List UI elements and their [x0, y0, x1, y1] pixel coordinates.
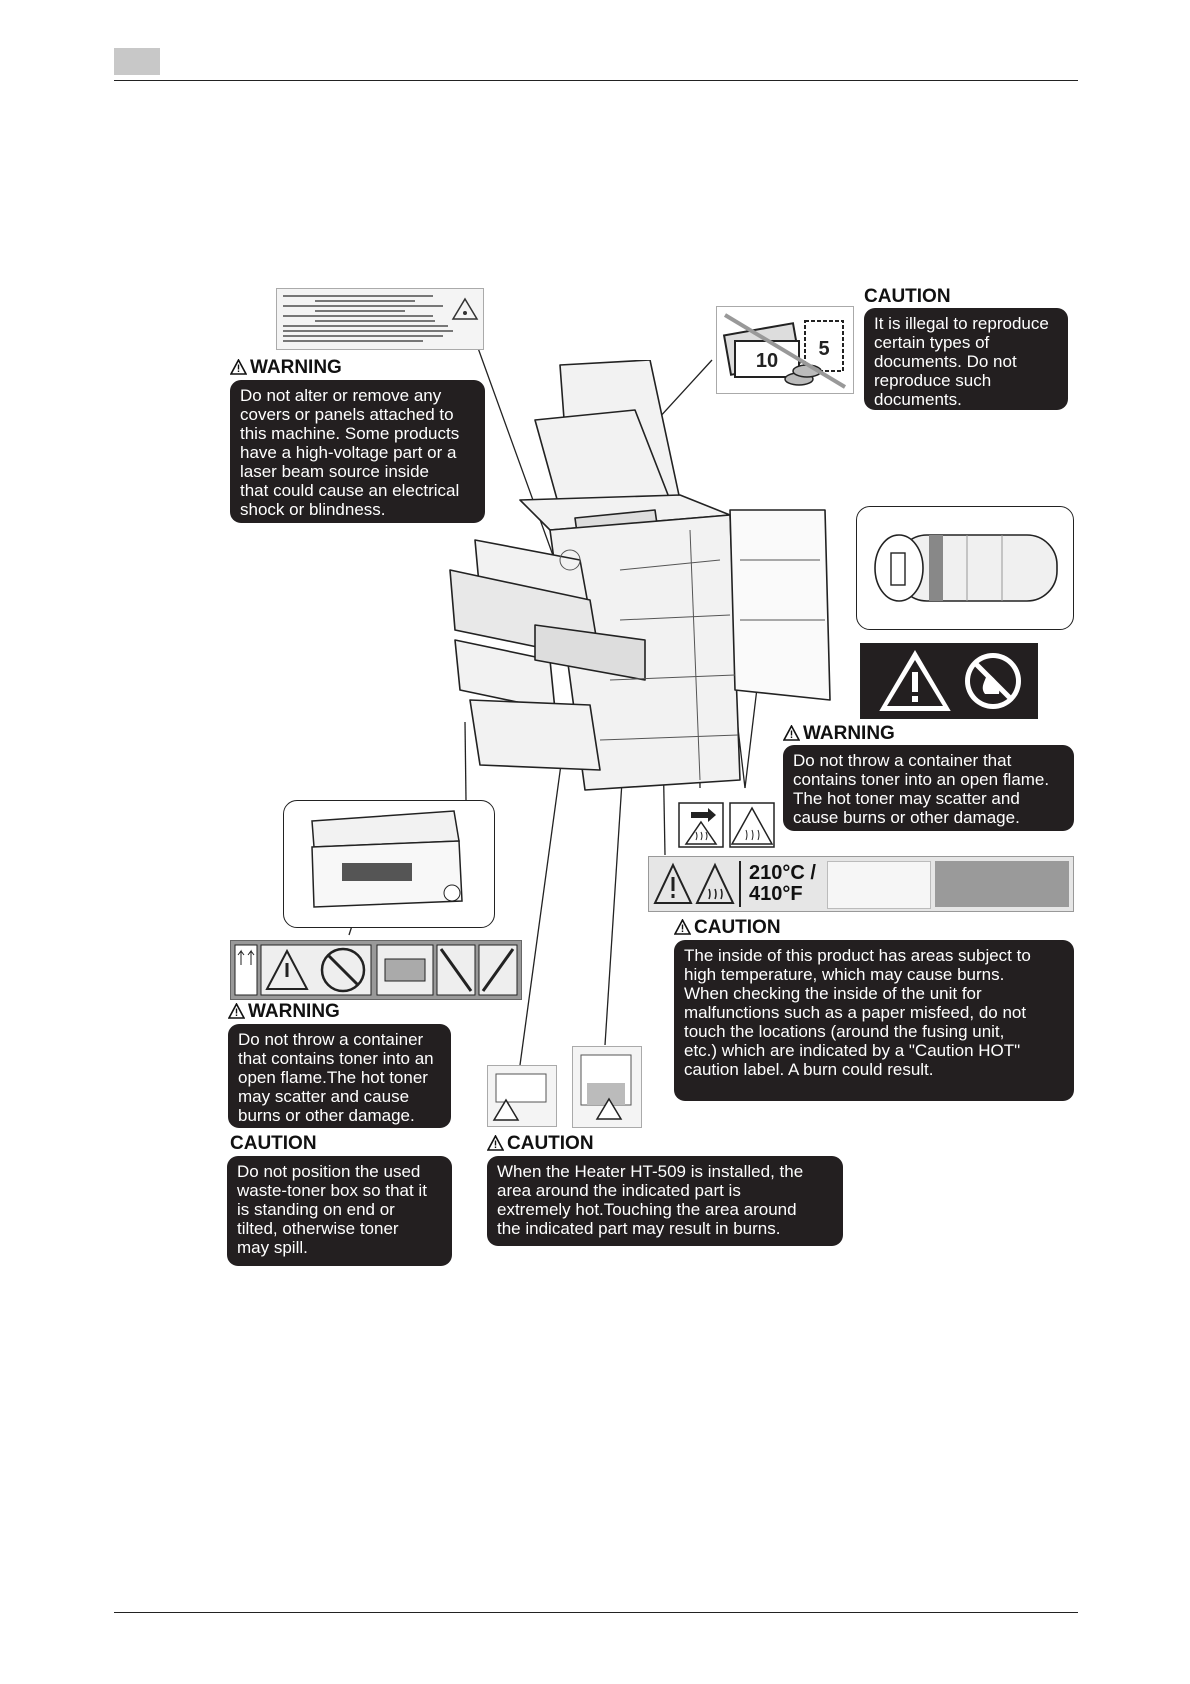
toner-warning-right-heading: WARNING [783, 724, 895, 744]
warning-triangle-icon [228, 1003, 245, 1019]
waste-toner-pictogram-strip [230, 940, 522, 1000]
waste-toner-box-callout [283, 800, 495, 928]
hot-caution-text: The inside of this product has areas sub… [674, 940, 1074, 1101]
toner-warning-right-text: Do not throw a container that contains t… [783, 745, 1074, 831]
reproduction-label: 10 5 [716, 306, 854, 394]
warning-triangle-icon [487, 1135, 504, 1151]
temperature-label-strip: 210°C / 410°F [648, 856, 1074, 912]
heater-label-left [487, 1065, 557, 1127]
warning-and-no-flame-icon [879, 650, 1021, 711]
page-tab [114, 48, 160, 75]
money-stamp-prohibited-icon: 10 5 [722, 313, 847, 389]
warning-triangle-icon [783, 725, 800, 741]
waste-toner-caution-text: Do not position the used waste-toner box… [227, 1156, 452, 1266]
hot-warning-triangles-icon [653, 862, 735, 904]
hot-labels-pair [678, 802, 776, 848]
footer-rule [114, 1612, 1078, 1613]
laser-warning-heading: WARNING [230, 358, 342, 378]
heater-caution-heading: CAUTION [487, 1134, 594, 1154]
toner-bottle-callout [856, 506, 1074, 630]
mfp-machine-illustration [449, 360, 831, 791]
waste-toner-handling-icons [234, 944, 518, 996]
header-rule [114, 80, 1078, 81]
heater-caution-text: When the Heater HT-509 is installed, the… [487, 1156, 843, 1246]
hot-caution-heading: CAUTION [674, 918, 781, 938]
heater-label-right [572, 1046, 642, 1128]
laser-label-text-lines-icon [283, 295, 479, 342]
toner-warning-left-heading: WARNING [228, 1002, 340, 1022]
heater-location-icon [492, 1073, 547, 1121]
reproduction-caution-text: It is illegal to reproduce certain types… [864, 308, 1068, 410]
waste-toner-caution-heading: CAUTION [230, 1133, 317, 1154]
no-fire-warning-pictogram [860, 643, 1038, 719]
fusing-area-picture [827, 861, 931, 909]
svg-text:10: 10 [756, 350, 778, 372]
svg-text:5: 5 [818, 338, 829, 360]
toner-bottle-icon [874, 534, 1058, 602]
warning-triangle-icon [230, 359, 247, 375]
hot-surface-labels-icon [678, 802, 775, 848]
warning-triangle-icon [674, 919, 691, 935]
temperature-value: 210°C / 410°F [749, 862, 816, 905]
heater-location-icon-2 [580, 1054, 632, 1120]
laser-warning-text: Do not alter or remove any covers or pan… [230, 380, 485, 523]
fusing-area-photo-strip [935, 861, 1069, 907]
reproduction-caution-heading: CAUTION [864, 286, 951, 307]
toner-warning-left-text: Do not throw a container that contains t… [228, 1024, 451, 1128]
waste-toner-box-icon [311, 810, 463, 908]
laser-warning-label [276, 288, 484, 350]
